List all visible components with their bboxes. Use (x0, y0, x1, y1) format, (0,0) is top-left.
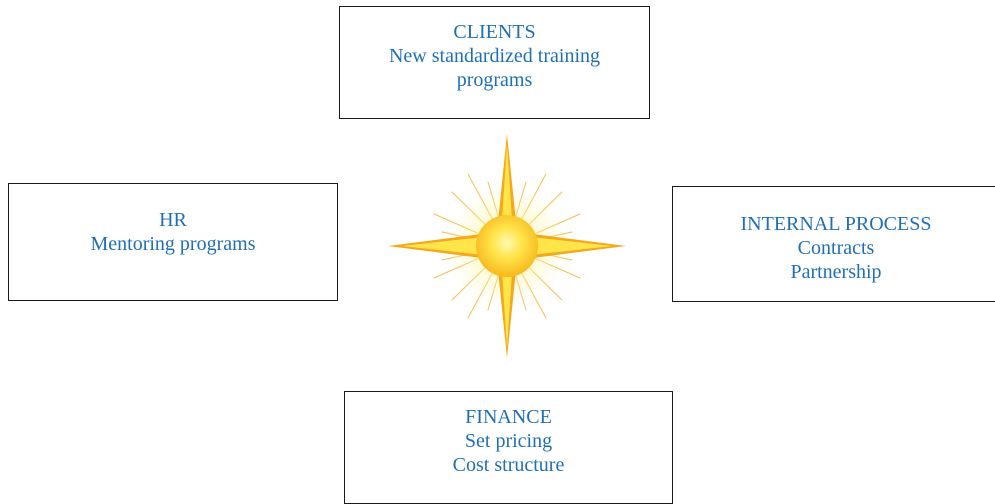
sun-core (476, 215, 538, 277)
clients-box: CLIENTS New standardized training progra… (339, 6, 650, 119)
clients-line-1: New standardized training (388, 45, 601, 67)
clients-line-2: programs (456, 69, 533, 91)
internal-process-box: INTERNAL PROCESS Contracts Partnership (672, 186, 995, 302)
hr-title: HR (159, 209, 187, 231)
finance-box: FINANCE Set pricing Cost structure (344, 391, 673, 504)
internal-process-line-1: Contracts (797, 237, 875, 259)
internal-process-line-2: Partnership (790, 261, 882, 283)
finance-line-2: Cost structure (452, 454, 565, 476)
finance-title: FINANCE (465, 406, 552, 428)
clients-title: CLIENTS (453, 21, 536, 43)
hr-line-1: Mentoring programs (90, 233, 256, 255)
finance-line-1: Set pricing (464, 430, 553, 452)
star-burst-icon (388, 134, 626, 358)
internal-process-title: INTERNAL PROCESS (740, 213, 932, 235)
hr-box: HR Mentoring programs (8, 183, 338, 301)
